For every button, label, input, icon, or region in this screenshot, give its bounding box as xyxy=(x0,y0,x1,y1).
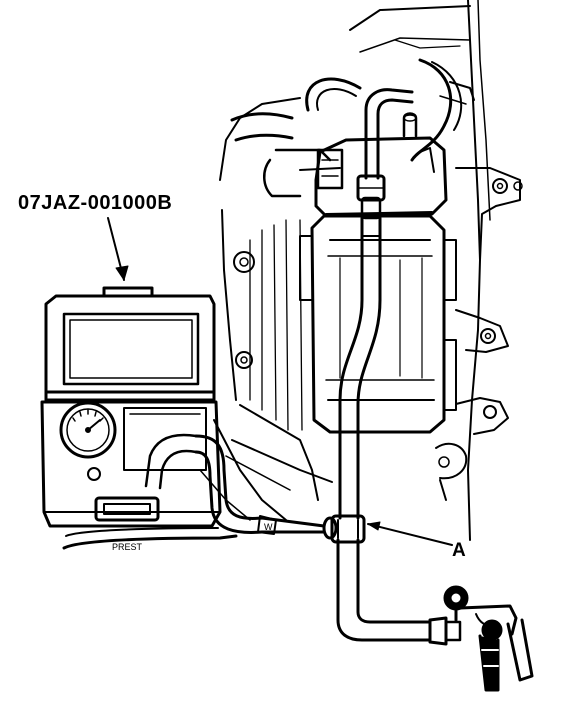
pressure-gauge-icon xyxy=(59,401,117,459)
hose-tee-a xyxy=(322,514,453,546)
pressure-tester: PREST xyxy=(40,286,238,552)
callout-a-label: A xyxy=(452,540,466,561)
hand-vacuum-pump-icon xyxy=(428,585,534,692)
tester-hose-print: PREST xyxy=(112,542,143,552)
evap-canister xyxy=(299,112,457,434)
tester-hose: W xyxy=(144,433,326,535)
hose-tag-text: W xyxy=(264,522,273,532)
tool-callout-arrow xyxy=(107,217,129,281)
tool-number-label: 07JAZ-001000B xyxy=(18,192,173,214)
engine-bay-outline xyxy=(199,0,523,541)
canister-vent-hose xyxy=(336,88,432,642)
